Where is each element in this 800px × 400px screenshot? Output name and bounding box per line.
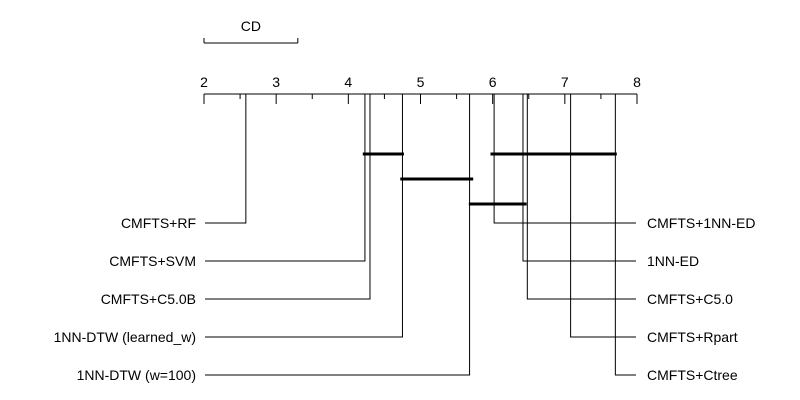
axis-tick-label: 7 <box>561 74 569 90</box>
axis-tick-label: 6 <box>489 74 497 90</box>
method-line <box>493 94 636 224</box>
method-line <box>205 94 403 338</box>
method-label: 1NN-DTW (w=100) <box>77 367 196 383</box>
method-line <box>614 94 636 376</box>
method-line <box>522 94 636 262</box>
method-label: CMFTS+RF <box>121 215 196 231</box>
cd-bar: CD <box>203 18 299 44</box>
method-label: 1NN-ED <box>647 253 699 269</box>
axis-tick-label: 4 <box>344 74 352 90</box>
rank-axis: 2 3 4 5 6 7 8 <box>200 74 641 104</box>
method-label: CMFTS+C5.0 <box>647 291 733 307</box>
method-line <box>205 94 471 376</box>
method-label: CMFTS+SVM <box>109 253 196 269</box>
axis-tick-label: 2 <box>200 74 208 90</box>
method-lines: CMFTS+RF CMFTS+SVM CMFTS+C5.0B 1NN-DTW (lea… <box>54 94 756 383</box>
method-label: CMFTS+Rpart <box>647 329 738 345</box>
clique-bars <box>362 152 617 206</box>
method-label: CMFTS+1NN-ED <box>647 215 756 231</box>
method-label: CMFTS+C5.0B <box>101 291 196 307</box>
axis-tick-label: 3 <box>272 74 280 90</box>
method-label: 1NN-DTW (learned_w) <box>54 329 196 345</box>
method-line <box>205 94 247 224</box>
axis-tick-label: 8 <box>633 74 641 90</box>
method-label: CMFTS+Ctree <box>647 367 738 383</box>
cd-label: CD <box>241 18 261 34</box>
axis-tick-label: 5 <box>417 74 425 90</box>
method-line <box>570 94 636 338</box>
method-line <box>526 94 636 300</box>
method-line <box>205 94 366 262</box>
method-line <box>205 94 371 300</box>
